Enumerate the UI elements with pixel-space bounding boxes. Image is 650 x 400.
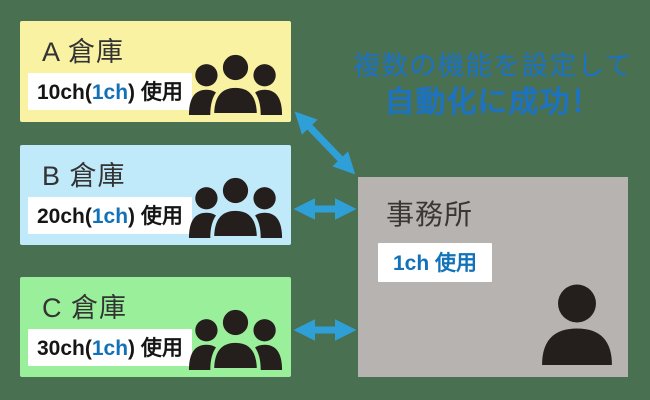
warehouse-a-title: A 倉庫 [42, 37, 125, 67]
people-group-icon [187, 306, 284, 370]
channel-label-prefix: 20ch( [37, 205, 92, 228]
office-title: 事務所 [386, 199, 474, 230]
success-message: 複数の機能を設定して 自動化に成功！ [340, 50, 646, 121]
channel-label-prefix: 10ch( [37, 81, 92, 104]
office-channel-label: 1ch 使用 [378, 243, 493, 282]
channel-label-suffix: ) 使用 [128, 337, 183, 360]
channel-label-highlight: 1ch [91, 81, 129, 104]
person-icon [539, 283, 615, 365]
warehouse-c-channel-label: 30ch(1ch) 使用 [28, 329, 192, 366]
warehouse-c-box: C 倉庫 30ch(1ch) 使用 [20, 277, 291, 377]
people-group-icon [187, 174, 284, 238]
warehouse-b-channel-label: 20ch(1ch) 使用 [28, 197, 192, 234]
success-message-line1: 複数の機能を設定して [353, 51, 633, 81]
channel-label-suffix: ) 使用 [128, 205, 183, 228]
channel-label-highlight: 1ch [91, 337, 129, 360]
office-box: 事務所 1ch 使用 [358, 177, 628, 377]
channel-label-suffix: ) 使用 [128, 81, 183, 104]
warehouse-b-box: B 倉庫 20ch(1ch) 使用 [20, 145, 291, 245]
arrow-warehouse-a-office [294, 111, 356, 175]
warehouse-c-title: C 倉庫 [42, 293, 127, 323]
channel-label-prefix: 30ch( [37, 337, 92, 360]
warehouse-a-channel-label: 10ch(1ch) 使用 [28, 73, 192, 110]
channel-label-highlight: 1ch [91, 205, 129, 228]
success-message-line2: 自動化に成功！ [384, 86, 602, 120]
people-group-icon [187, 51, 284, 115]
warehouse-b-title: B 倉庫 [42, 161, 126, 191]
warehouse-a-box: A 倉庫 10ch(1ch) 使用 [20, 21, 291, 122]
